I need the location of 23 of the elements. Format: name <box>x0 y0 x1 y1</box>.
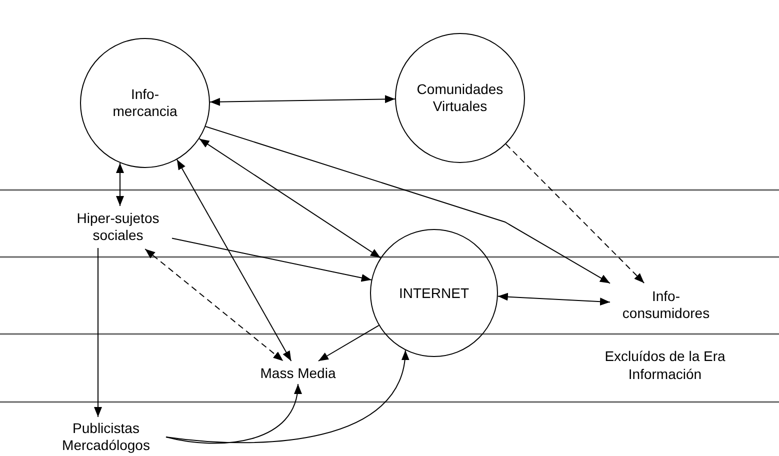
circle-node <box>80 38 210 168</box>
arrow <box>172 238 372 282</box>
node-label: Comunidades Virtuales <box>416 81 504 115</box>
arrow <box>497 292 610 306</box>
arrow <box>505 144 645 284</box>
node-label: Mass Media <box>259 364 337 382</box>
arrow <box>176 159 292 362</box>
arrow <box>166 384 301 444</box>
arrow <box>94 248 102 418</box>
arrow <box>166 350 408 444</box>
circle-node <box>395 33 525 163</box>
arrow <box>198 138 381 258</box>
node-label: Info-mercancia <box>112 86 178 120</box>
zone-label: Excluídos de la Era Información <box>604 347 726 383</box>
arrow <box>116 162 124 206</box>
node-label: Info-consumidores <box>621 288 711 322</box>
node-label: Publicistas Mercadólogos <box>61 420 151 454</box>
arrow <box>205 126 610 284</box>
arrow <box>210 95 396 106</box>
circle-node <box>370 229 498 357</box>
arrow <box>144 248 284 362</box>
arrow <box>318 324 380 362</box>
node-label: Hiper-sujetos sociales <box>76 210 160 244</box>
